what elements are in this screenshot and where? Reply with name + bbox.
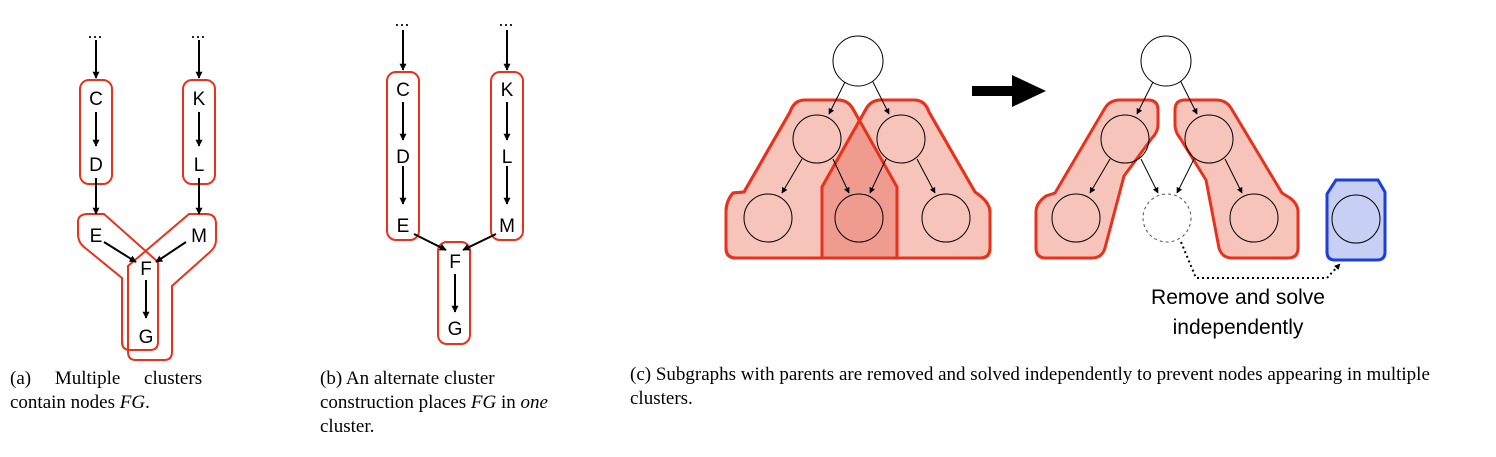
- graph-node-root: [832, 35, 884, 87]
- node-c: C: [89, 89, 103, 110]
- edge: [1136, 79, 1155, 115]
- cluster-efg: [77, 213, 159, 351]
- edge: [1179, 79, 1198, 115]
- transition-arrow-icon: [972, 75, 1046, 107]
- panel-b: ... ... C D E K L M F G: [386, 10, 524, 345]
- caption-a: (a) Multiple clusters contain nodes FG.: [10, 367, 282, 415]
- cluster-right-outline: [820, 98, 992, 260]
- node-l: L: [194, 155, 205, 176]
- cluster-klm: [490, 71, 524, 241]
- node-m: M: [499, 216, 515, 237]
- cluster-mfg: [127, 213, 217, 361]
- edge: [103, 241, 137, 263]
- node-f: F: [140, 259, 152, 280]
- caption-a-line2: contain nodes: [10, 392, 116, 413]
- edge: [462, 233, 497, 251]
- edge: [869, 158, 887, 194]
- caption-c: (c) Subgraphs with parents are removed a…: [630, 364, 1430, 409]
- panel-c: Remove and solve independently: [724, 35, 1387, 339]
- graph-node: [921, 193, 971, 243]
- caption-a-var: FG: [119, 392, 146, 413]
- graph-node-removed: [1142, 193, 1192, 243]
- cluster-cde: [386, 71, 420, 241]
- graph-node-shared: [834, 193, 884, 243]
- caption-a-word2: clusters: [144, 368, 203, 389]
- edge: [1140, 158, 1159, 194]
- graph-node: [792, 114, 842, 164]
- before-graph: [724, 35, 992, 260]
- node-m: M: [191, 226, 207, 247]
- cluster-fg: [437, 241, 471, 345]
- node-g: G: [448, 319, 463, 340]
- ellipsis-right: ...: [498, 10, 513, 30]
- ellipsis-right: ...: [190, 22, 205, 42]
- graph-node-solved: [1331, 194, 1381, 244]
- edge: [828, 79, 847, 115]
- caption-b-emph: one: [520, 392, 548, 413]
- note-line-2: independently: [1173, 316, 1304, 339]
- edge: [832, 158, 850, 194]
- caption-b-part1: (b) An alternate cluster construction pl…: [320, 368, 495, 413]
- edge: [413, 233, 447, 251]
- graph-node: [876, 114, 926, 164]
- note-line-1: Remove and solve: [1151, 286, 1325, 309]
- graph-node: [1184, 114, 1234, 164]
- cluster-removed-blue: [1325, 178, 1387, 262]
- cluster-left-reduced: [1034, 98, 1160, 260]
- edge: [871, 79, 890, 115]
- edge: [1089, 158, 1111, 194]
- ellipsis-left: ...: [394, 10, 409, 30]
- caption-a-prefix: (a): [10, 368, 32, 389]
- node-k: K: [193, 89, 206, 110]
- graph-node-root: [1140, 35, 1192, 87]
- node-l: L: [502, 147, 513, 168]
- node-d: D: [396, 147, 410, 168]
- cluster-left-outline: [724, 98, 899, 260]
- node-d: D: [89, 155, 103, 176]
- caption-a-word1: Multiple: [54, 368, 121, 389]
- edge: [781, 158, 803, 194]
- edge: [1224, 158, 1243, 194]
- node-k: K: [501, 80, 514, 101]
- node-f: F: [449, 252, 461, 273]
- caption-b: (b) An alternate cluster construction pl…: [320, 367, 590, 439]
- caption-b-part2: in: [500, 392, 516, 413]
- node-c: C: [396, 80, 410, 101]
- caption-b-part3: cluster.: [320, 416, 375, 437]
- node-e: E: [397, 216, 410, 237]
- graph-node: [1229, 193, 1279, 243]
- caption-a-end: .: [145, 392, 150, 413]
- panel-a: ... ... C D K L E M F G: [77, 22, 217, 361]
- node-e: E: [90, 226, 103, 247]
- node-g: G: [139, 327, 154, 348]
- ellipsis-left: ...: [87, 22, 102, 42]
- caption-b-var: FG: [470, 392, 497, 413]
- graph-node: [1051, 193, 1101, 243]
- after-graph: Remove and solve independently: [1034, 35, 1387, 339]
- edge: [1176, 158, 1195, 194]
- graph-node: [743, 193, 793, 243]
- graph-node: [1100, 114, 1150, 164]
- edge: [155, 241, 187, 263]
- edge: [916, 158, 936, 194]
